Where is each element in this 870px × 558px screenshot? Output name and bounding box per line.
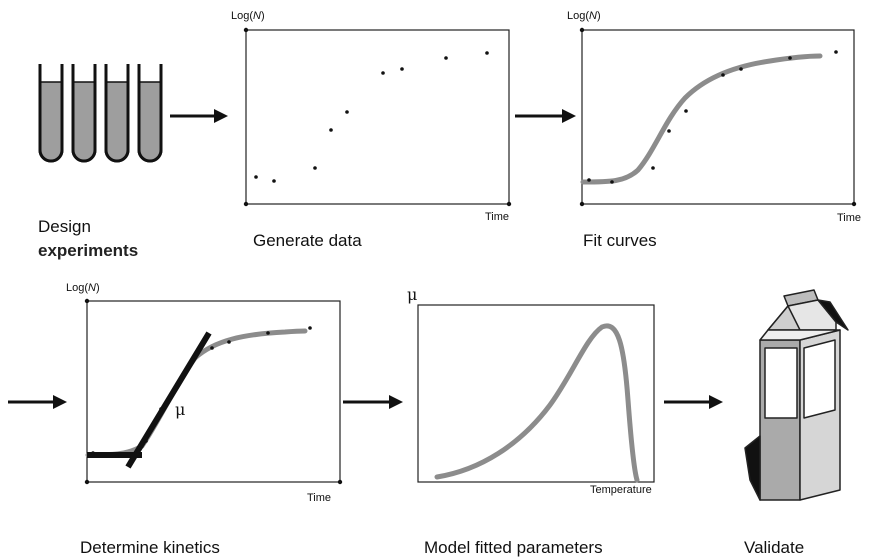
corner-dot xyxy=(337,479,343,485)
arrow-right-icon xyxy=(664,395,723,409)
arrow-right-icon xyxy=(343,395,403,409)
model-x-label: Temperature xyxy=(590,484,652,496)
data-points xyxy=(587,50,838,184)
kinetics-y-label: Log(N) xyxy=(66,282,100,294)
corner-dot xyxy=(243,27,249,33)
validate-caption: Validate xyxy=(744,538,805,557)
arrow-right-icon xyxy=(170,109,228,123)
plot-frame xyxy=(417,304,655,483)
kinetics-x-label: Time xyxy=(307,492,332,504)
model-plot xyxy=(417,304,655,483)
generate-caption: Generate data xyxy=(253,231,362,250)
model-caption: Model fitted parameters xyxy=(424,538,603,557)
arrows xyxy=(8,109,723,409)
generate-y-label: Log(N) xyxy=(231,10,265,22)
slope-line xyxy=(125,331,212,469)
corner-dot xyxy=(851,201,857,207)
arrow-right-icon xyxy=(8,395,67,409)
test-tubes xyxy=(38,64,163,163)
corner-dot xyxy=(579,27,585,33)
model-y-label: μ xyxy=(407,285,418,304)
generate-x-label: Time xyxy=(485,211,510,223)
test-tube-icon xyxy=(38,64,64,163)
milk-carton-icon xyxy=(744,289,849,501)
fitted-curve xyxy=(580,53,823,185)
fit-curves-plot xyxy=(579,27,857,207)
corner-dot xyxy=(84,479,90,485)
test-tube-icon xyxy=(104,64,130,163)
test-tube-icon xyxy=(137,64,163,163)
kinetics-caption: Determine kinetics xyxy=(80,538,220,557)
fit-x-label: Time xyxy=(837,212,862,224)
fit-y-label: Log(N) xyxy=(567,10,601,22)
plot-frame xyxy=(245,29,510,205)
design-caption-line2: experiments xyxy=(38,241,139,260)
corner-dot xyxy=(84,298,90,304)
design-caption-line1: Design xyxy=(38,217,91,236)
fit-caption: Fit curves xyxy=(583,231,657,250)
corner-dot xyxy=(506,201,512,207)
slope-mu-label: μ xyxy=(175,400,186,419)
data-points xyxy=(254,51,489,183)
generate-data-plot xyxy=(243,27,512,207)
arrow-right-icon xyxy=(515,109,576,123)
data-points xyxy=(91,326,312,458)
kinetics-plot xyxy=(84,298,343,485)
test-tube-icon xyxy=(71,64,97,163)
corner-dot xyxy=(243,201,249,207)
model-curve xyxy=(434,323,640,483)
corner-dot xyxy=(579,201,585,207)
